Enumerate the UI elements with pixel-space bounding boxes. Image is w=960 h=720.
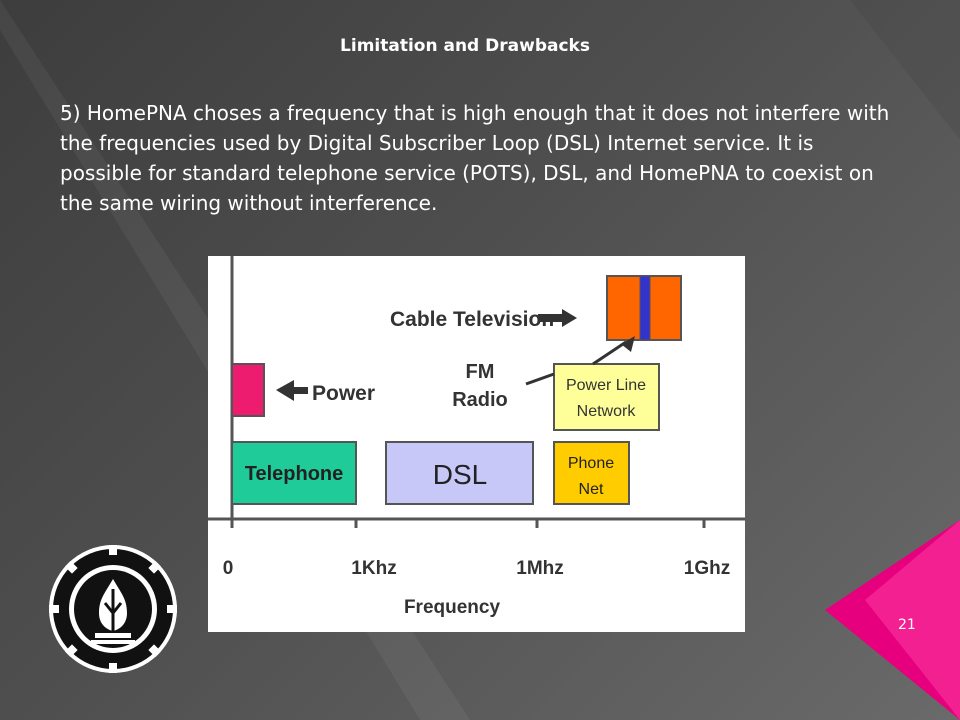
tick-label-0: 0: [223, 558, 234, 579]
fm-label: FM: [466, 361, 495, 383]
net-label: Net: [579, 481, 604, 498]
power-line-network-band: [553, 363, 660, 431]
body-paragraph: 5) HomePNA choses a frequency that is hi…: [60, 101, 890, 215]
dsl-band: [385, 441, 534, 505]
power-arrow-icon: [276, 380, 308, 401]
telephone-label: Telephone: [245, 463, 344, 485]
frequency-diagram: Cable Television Power FM Radio Power Li…: [208, 256, 745, 632]
phone-net-band: [553, 441, 630, 505]
phone-label: Phone: [568, 455, 614, 472]
slide-title: Limitation and Drawbacks: [340, 36, 590, 56]
tick-label-1ghz: 1Ghz: [684, 558, 730, 579]
power-line-pointer-line: [592, 340, 627, 366]
power-line-pointer-arrowhead-icon: [621, 336, 635, 352]
power-line-label: Power Line: [566, 377, 646, 394]
university-seal-logo: [49, 545, 177, 673]
cable-tv-inner-band: [639, 275, 651, 341]
tick-label-1khz: 1Khz: [351, 558, 396, 579]
dsl-label: DSL: [433, 459, 487, 490]
power-band: [231, 363, 265, 417]
cable-tv-label: Cable Television: [390, 308, 554, 331]
cable-tv-arrow-icon: [538, 309, 577, 327]
axis-title-frequency: Frequency: [404, 597, 501, 618]
fm-pointer-line: [525, 372, 555, 386]
network-label: Network: [577, 403, 637, 420]
power-label: Power: [312, 382, 375, 405]
tick-label-1mhz: 1Mhz: [516, 558, 564, 579]
telephone-band: [231, 441, 357, 505]
radio-label: Radio: [452, 389, 508, 411]
slide-number: 21: [898, 617, 916, 633]
